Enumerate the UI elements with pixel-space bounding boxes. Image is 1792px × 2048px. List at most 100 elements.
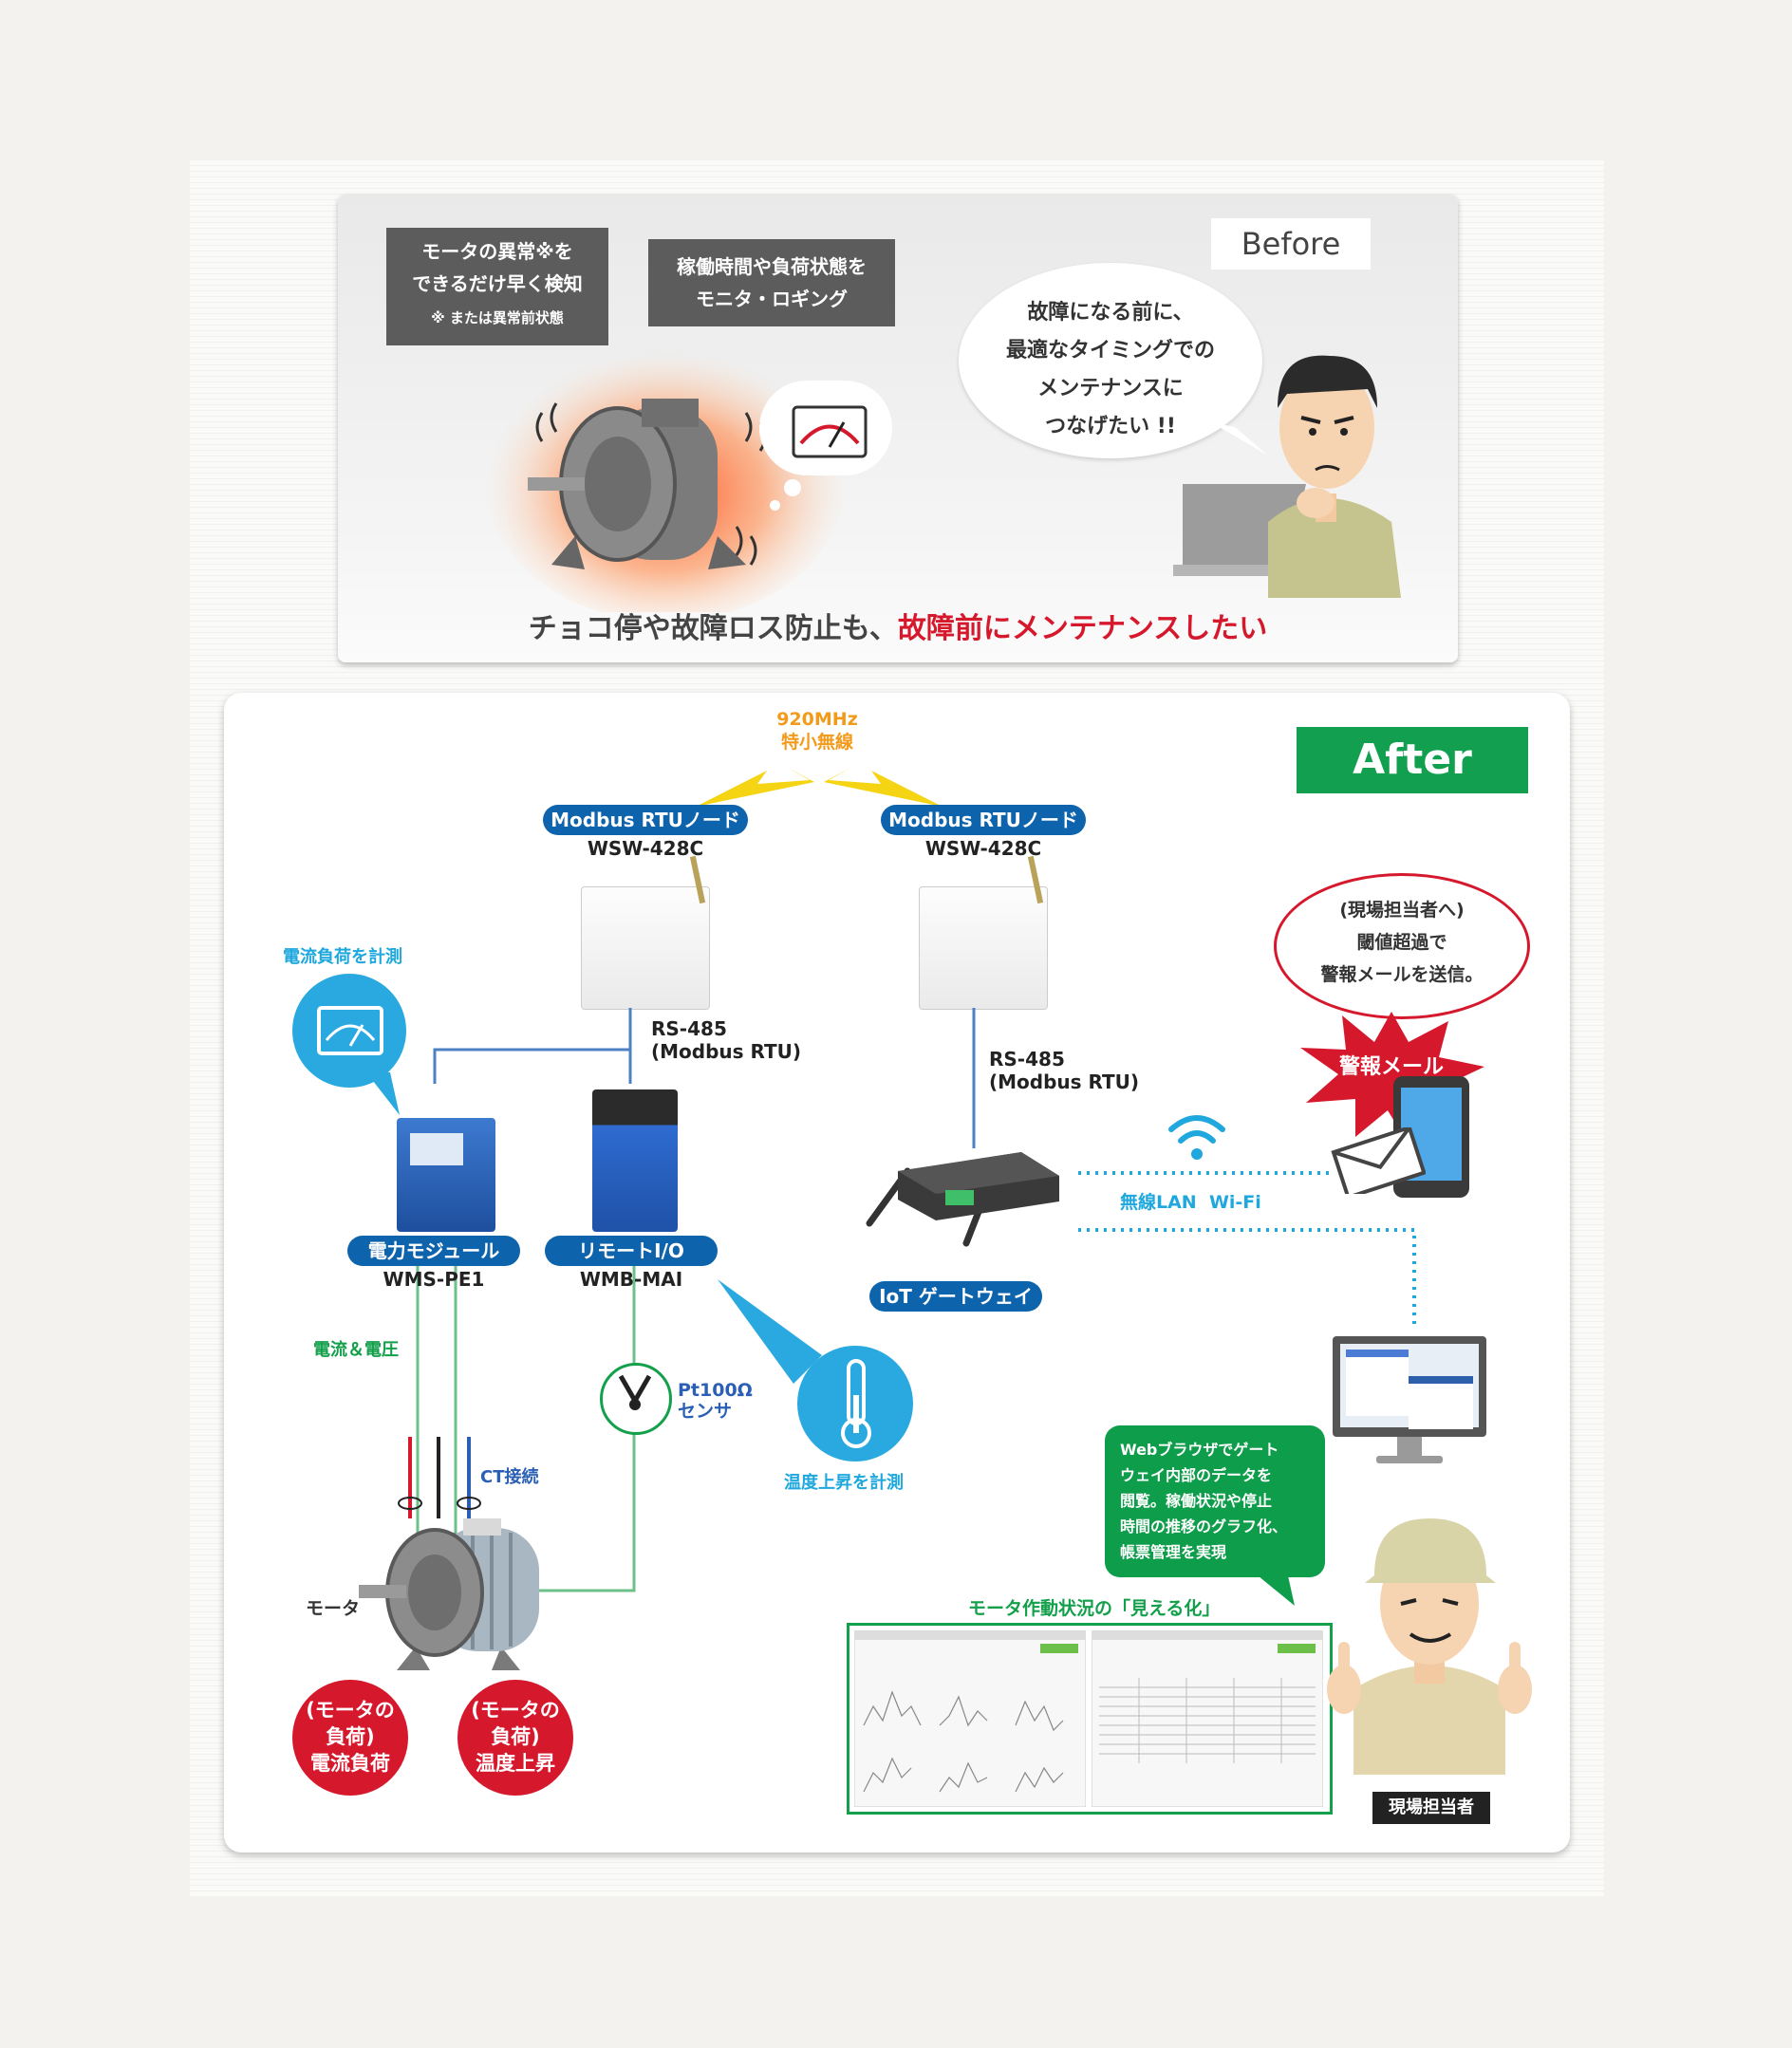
gateway-pill: IoT ゲートウェイ: [869, 1281, 1042, 1312]
browser-line2: ウェイ内部のデータを: [1120, 1466, 1273, 1484]
sensor-line2: センサ: [678, 1401, 733, 1422]
wifi-label: 無線LAN Wi-Fi: [1120, 1192, 1261, 1213]
before-speech-text: 故障になる前に、 最適なタイミングでの メンテナンスに つなげたい !!: [968, 294, 1253, 446]
detect-line1: モータの異常※を: [421, 240, 573, 263]
browser-line4: 時間の推移のグラフ化、: [1120, 1517, 1288, 1536]
dashboard-screenshot-charts: [854, 1630, 1086, 1807]
temp-rise-circle: (モータの 負荷) 温度上昇: [457, 1680, 573, 1796]
monitor-logging-box: 稼働時間や負荷状態を モニタ・ロギング: [648, 239, 895, 326]
speech-line2: 最適なタイミングでの: [1005, 339, 1215, 363]
sensor-line1: Pt100Ω: [678, 1380, 753, 1401]
red-left-line2: 負荷): [326, 1725, 375, 1748]
alert-line3: 警報メールを送信。: [1320, 964, 1484, 985]
caption-prefix: チョコ停や故障ロス防止も、: [528, 612, 898, 645]
red-left-line1: (モータの: [306, 1699, 395, 1722]
mail-envelope-icon: [1331, 1127, 1426, 1194]
current-load-circle: (モータの 負荷) 電流負荷: [292, 1680, 408, 1796]
after-panel: After 920MHz 特小無線 Modbus RTUノード WSW-428C…: [224, 693, 1570, 1853]
pc-stand: [1397, 1437, 1422, 1458]
power-module-screen: [410, 1133, 463, 1165]
wiring-diagram: [398, 1008, 1416, 1592]
motor-illustration: [359, 1518, 539, 1670]
happy-worker-illustration: [1327, 1518, 1532, 1775]
before-caption: チョコ停や故障ロス防止も、故障前にメンテナンスしたい: [338, 605, 1458, 646]
ct-label: CT接続: [480, 1467, 539, 1487]
remote-io-device: [592, 1089, 678, 1232]
pc-base: [1376, 1456, 1443, 1463]
overheating-motor-illustration: [485, 337, 846, 612]
dashboard-screenshot-table: [1092, 1630, 1323, 1807]
thermometer-icon: [841, 1359, 871, 1448]
detect-line2: できるだけ早く検知: [412, 272, 583, 295]
lightning-link-icon: [696, 767, 943, 807]
node-right-pill: Modbus RTUノード: [881, 805, 1086, 835]
remote-io-model: WMB-MAI: [579, 1268, 683, 1291]
monitor-line2: モニタ・ロギング: [696, 288, 848, 310]
sensor-label: Pt100Ω センサ: [678, 1380, 753, 1422]
power-module-pill: 電力モジュール: [347, 1236, 520, 1266]
detect-anomaly-box: モータの異常※を できるだけ早く検知 ※ または異常前状態: [386, 228, 608, 345]
node-left-device: [581, 886, 710, 1010]
ammeter-gauge-icon: [792, 405, 868, 458]
power-module-model: WMS-PE1: [383, 1268, 485, 1291]
rs485-right: RS-485 (Modbus RTU): [989, 1048, 1139, 1093]
browser-line1: Webブラウザでゲート: [1120, 1441, 1279, 1459]
before-speech-bubble: [959, 263, 1262, 458]
radio-label: 920MHz 特小無線: [737, 708, 898, 754]
node-right-model: WSW-428C: [924, 837, 1042, 860]
gauge-bubble-tail: [366, 1072, 400, 1115]
wifi-icon: [1168, 1115, 1225, 1160]
browser-note-text: Webブラウザでゲート ウェイ内部のデータを 閲覧。稼働状況や停止 時間の推移の…: [1120, 1437, 1319, 1565]
speech-bubble-tail: [1211, 422, 1268, 456]
current-gauge-bubble: [292, 974, 406, 1088]
voltage-label: 電流＆電圧: [313, 1340, 399, 1360]
monitor-line1: 稼働時間や負荷状態を: [677, 255, 867, 278]
red-right-line3: 温度上昇: [476, 1752, 555, 1775]
thermometer-bubble-tail: [718, 1279, 822, 1384]
red-right-line1: (モータの: [471, 1699, 560, 1722]
ammeter-icon: [317, 1006, 383, 1055]
browser-line5: 帳票管理を実現: [1120, 1543, 1227, 1561]
speech-line3: メンテナンスに: [1037, 377, 1184, 400]
rs485-left: RS-485 (Modbus RTU): [651, 1017, 801, 1063]
detect-note: ※ または異常前状態: [431, 309, 564, 326]
speech-line4: つなげたい !!: [1045, 415, 1176, 438]
browser-note-tail: [1253, 1572, 1295, 1606]
rs485-left-line1: RS-485: [651, 1017, 727, 1040]
browser-note-bubble: [1105, 1425, 1325, 1577]
red-right-line2: 負荷): [491, 1725, 540, 1748]
rs485-left-line2: (Modbus RTU): [651, 1040, 802, 1063]
after-tag: After: [1297, 727, 1528, 793]
worker-label: 現場担当者: [1372, 1792, 1490, 1824]
caption-highlight: 故障前にメンテナンスしたい: [897, 612, 1268, 645]
browser-line3: 閲覧。稼働状況や停止: [1120, 1492, 1273, 1510]
node-right-device: [919, 886, 1048, 1010]
red-left-line3: 電流負荷: [310, 1752, 390, 1775]
thought-dot-small: [770, 500, 780, 511]
iot-gateway-device: [866, 1152, 1059, 1247]
visualization-title: モータ作動状況の「見える化」: [968, 1598, 1221, 1619]
motor-label: モータ: [306, 1598, 361, 1619]
remote-io-pill: リモートI/O: [545, 1236, 718, 1266]
current-measure-label: 電流負荷を計測: [283, 947, 402, 967]
thought-dot-large: [784, 479, 801, 496]
rs485-right-line1: RS-485: [989, 1048, 1065, 1071]
alert-speech-bubble: [1274, 873, 1530, 1019]
pc-window-2: [1409, 1376, 1473, 1429]
before-panel: Before モータの異常※を できるだけ早く検知 ※ または異常前状態 稼働時…: [338, 195, 1458, 662]
temp-measure-label: 温度上昇を計測: [784, 1473, 904, 1493]
alert-burst-label: 警報メール: [1338, 1055, 1444, 1079]
radio-band: 特小無線: [780, 732, 853, 753]
radio-freq: 920MHz: [776, 709, 858, 730]
alert-line1: (現場担当者へ): [1339, 900, 1465, 921]
pc-window-1: [1346, 1350, 1409, 1416]
worried-worker-illustration: [1173, 355, 1401, 598]
alert-speech-text: (現場担当者へ) 閾値超過で 警報メールを送信。: [1274, 894, 1530, 991]
speech-line1: 故障になる前に、: [1027, 301, 1194, 325]
before-tag: Before: [1211, 218, 1371, 270]
alert-line2: 閾値超過で: [1356, 932, 1447, 953]
node-left-pill: Modbus RTUノード: [543, 805, 748, 835]
sensor-probe-icon: [618, 1374, 652, 1410]
rs485-right-line2: (Modbus RTU): [989, 1071, 1140, 1093]
node-left-model: WSW-428C: [587, 837, 704, 860]
